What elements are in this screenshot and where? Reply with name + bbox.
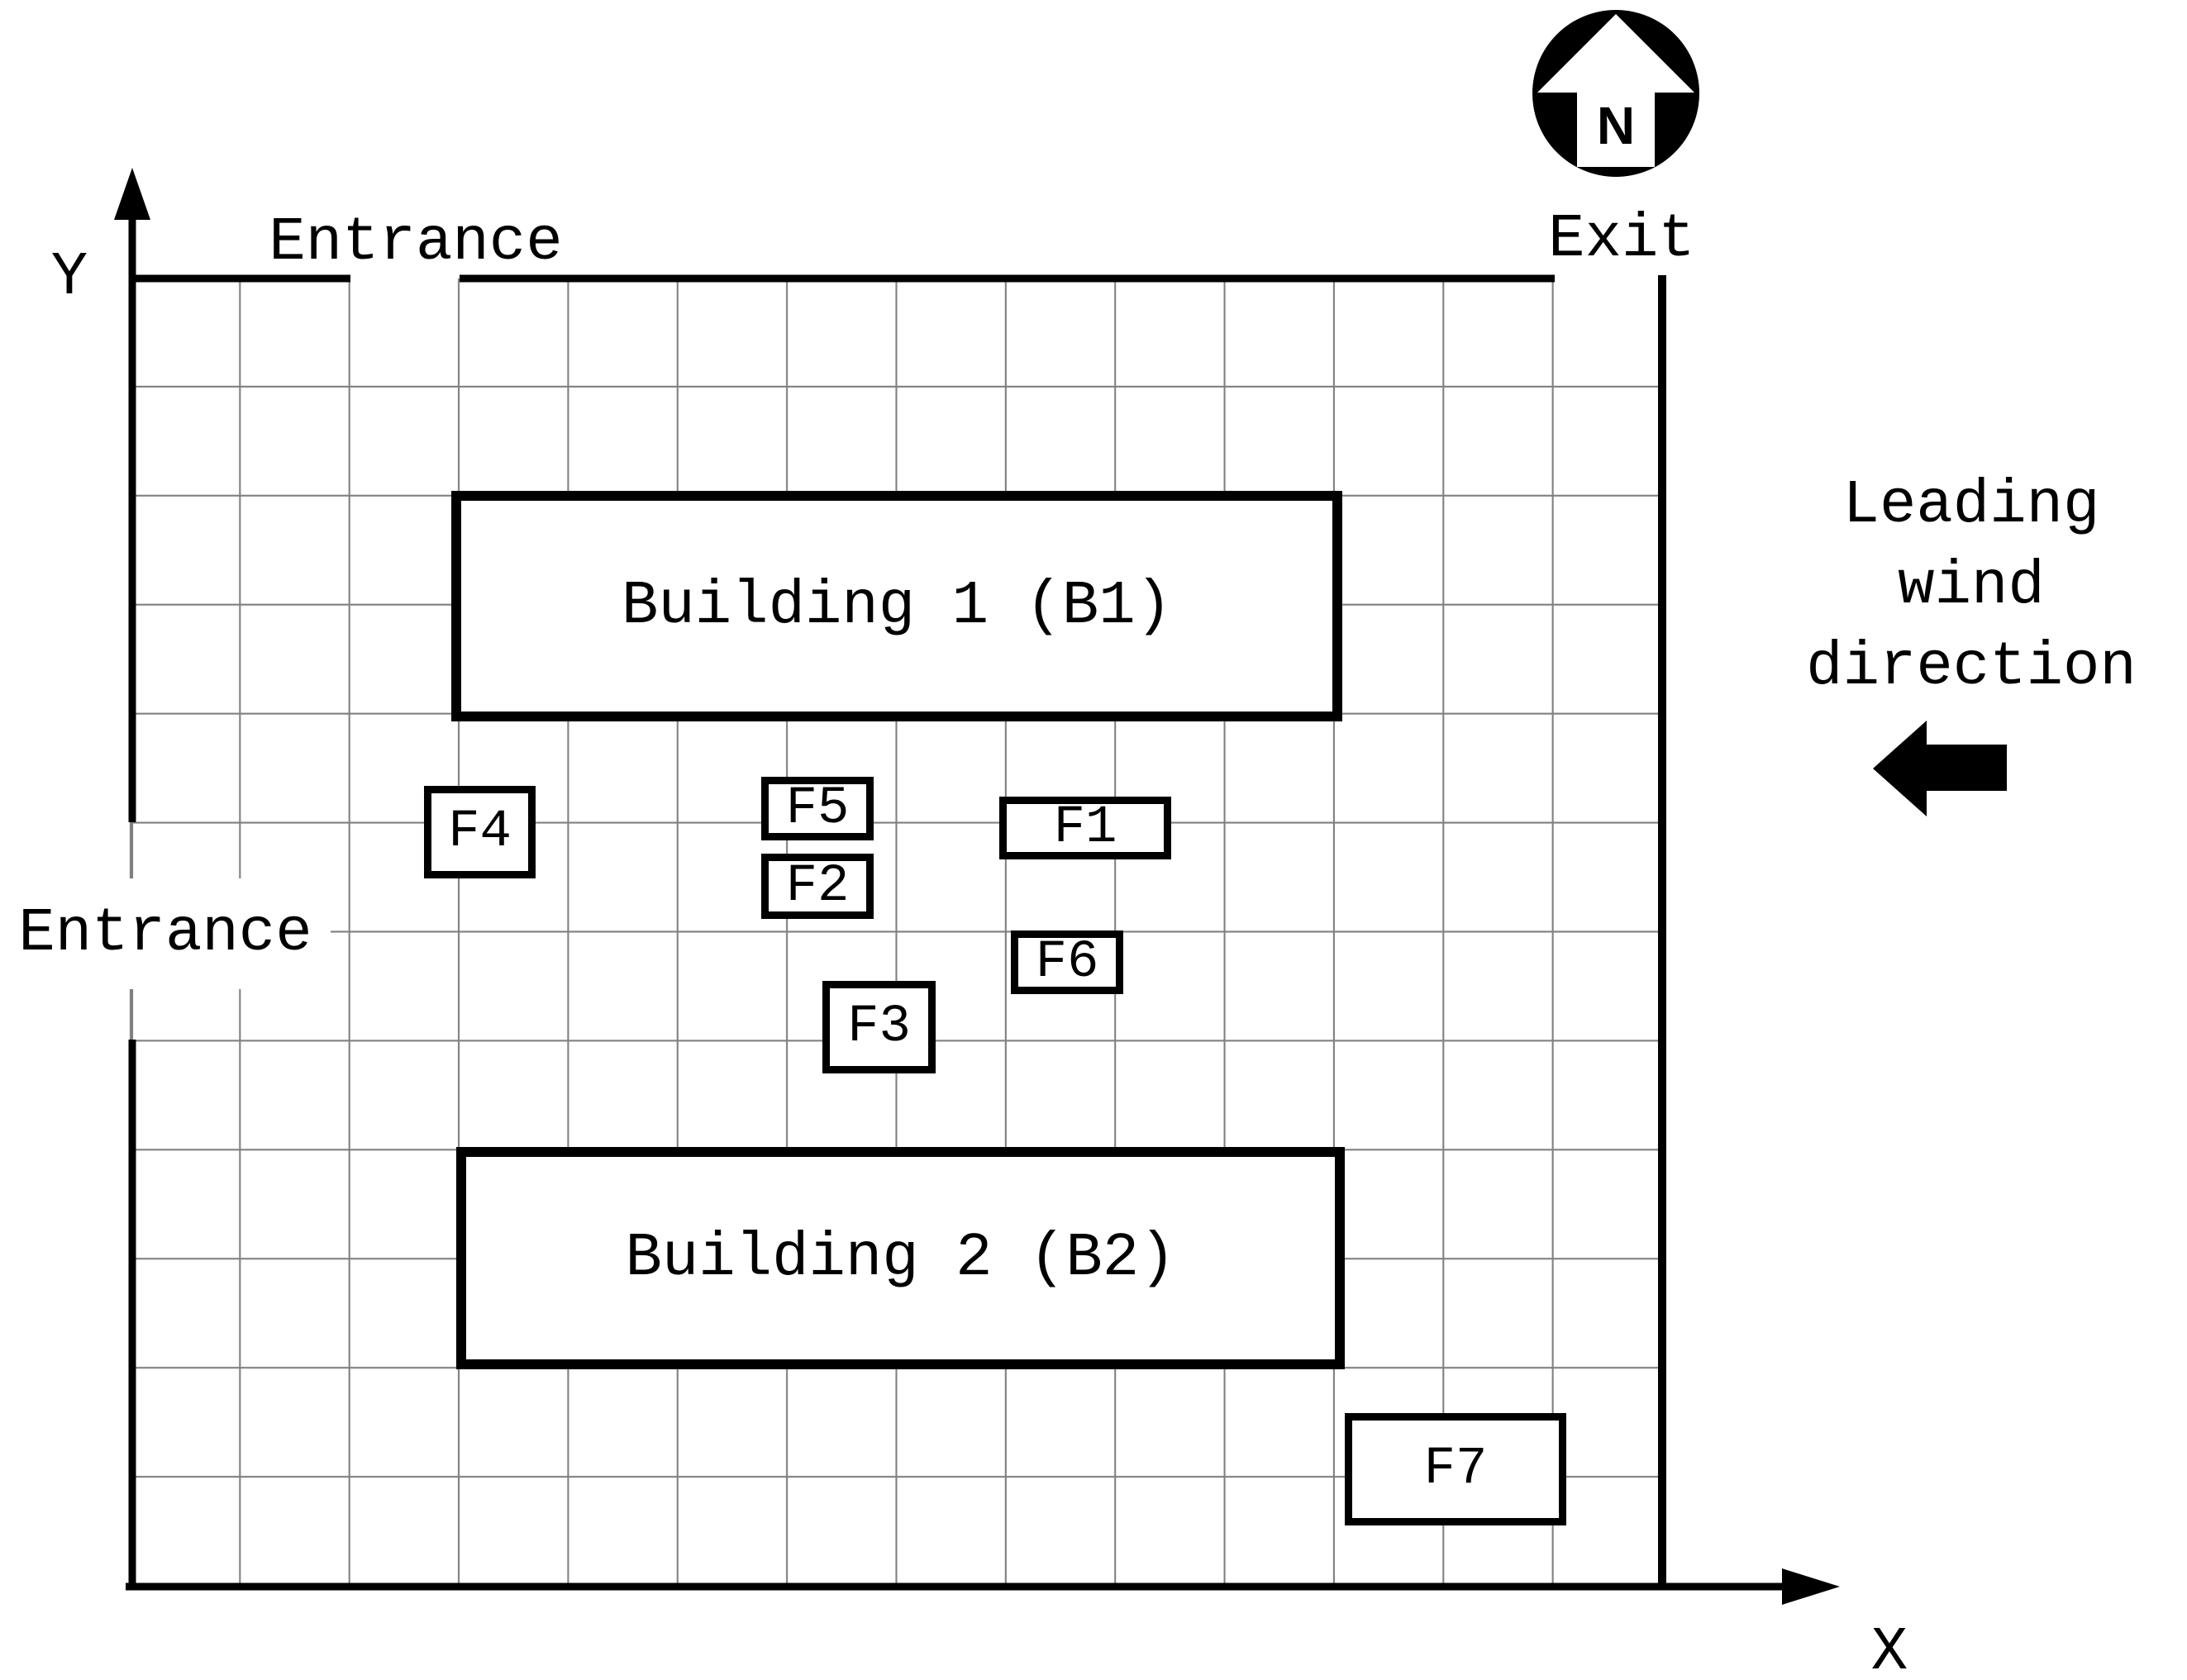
building-2: Building 2 (B2) [456, 1147, 1345, 1369]
facility-f2-label: F2 [785, 856, 850, 916]
x-axis-label: X [1870, 1618, 1908, 1680]
facility-f4: F4 [424, 786, 536, 878]
wind-direction-arrow-icon [1873, 721, 2007, 816]
north-compass-icon: N [1532, 10, 1699, 177]
facility-f2: F2 [761, 854, 874, 919]
facility-f6-label: F6 [1035, 932, 1099, 992]
facility-f1: F1 [999, 797, 1171, 859]
facility-f6: F6 [1011, 930, 1123, 994]
facility-f1-label: F1 [1053, 798, 1117, 858]
facility-f7-label: F7 [1423, 1440, 1488, 1499]
building-1-label: Building 1 (B1) [621, 571, 1173, 641]
facility-f5-label: F5 [785, 778, 850, 839]
facility-f4-label: F4 [448, 802, 512, 862]
facility-f3: F3 [822, 981, 936, 1073]
facility-f5: F5 [761, 777, 874, 840]
compass-n-label: N [1597, 96, 1635, 155]
grid [131, 278, 1663, 1587]
entrance-left-label: Entrance [0, 878, 331, 989]
exit-label: Exit [1548, 205, 1695, 274]
entrance-top-label: Entrance [269, 208, 563, 278]
facility-f7: F7 [1345, 1413, 1566, 1525]
facility-f3-label: F3 [847, 997, 911, 1057]
y-axis-arrowhead-icon [114, 168, 150, 220]
building-2-label: Building 2 (B2) [625, 1223, 1176, 1293]
building-1: Building 1 (B1) [451, 491, 1342, 721]
x-axis-arrowhead-icon [1782, 1568, 1840, 1605]
leading-wind-direction-label: Leading wind direction [1806, 471, 2137, 702]
y-axis-label: Y [50, 243, 88, 312]
